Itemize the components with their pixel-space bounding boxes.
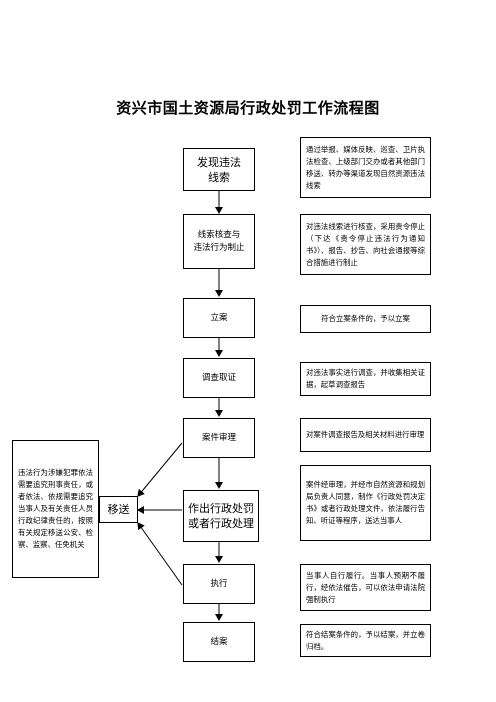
step-investigate: 调查取证 — [183, 358, 255, 398]
transfer-box: 移送 — [99, 496, 138, 523]
note-case-review: 对案件调查报告及相关材料进行审理 — [300, 418, 431, 452]
step-penalty-decision: 作出行政处罚 或者行政处理 — [183, 490, 259, 542]
page-title: 资兴市国土资源局行政处罚工作流程图 — [116, 99, 380, 117]
step-label: 执行 — [210, 578, 228, 589]
arrow-review-to-transfer — [137, 442, 183, 497]
note-investigate: 对违法事实进行调查，并收集相关证据，起草调查报告 — [300, 362, 431, 396]
step-label: 作出行政处罚 或者行政处理 — [188, 502, 254, 530]
step-case-review: 案件审理 — [183, 418, 255, 458]
note-verify-and-stop: 对违法线索进行核查，采用责令停止（下达《责令停止违法行为通知书》）、报告、抄告、… — [300, 214, 431, 275]
step-close-case: 结案 — [183, 622, 255, 662]
note-close-case: 符合结案条件的，予以结案，并立卷归档。 — [300, 624, 431, 657]
step-file-case: 立案 — [183, 298, 255, 338]
note-text: 符合结案条件的，予以结案，并立卷归档。 — [306, 629, 425, 651]
note-text: 违法行为涉嫌犯罪依法需要追究刑事责任，或者依法、依规需要追究当事人及有关责任人员… — [18, 468, 93, 549]
note-enforcement: 当事人自行履行。当事人预期不履行，经依法催告，可以依法申请法院强制执行 — [300, 564, 431, 611]
step-label: 线索核查与 违法行为制止 — [193, 229, 245, 253]
note-file-case: 符合立案条件的，予以立案 — [300, 305, 431, 333]
arrow-enforce-to-transfer — [137, 522, 183, 586]
note-penalty-decision: 案件经审理，并经市自然资源和规划局负责人同意，制作《行政处罚决定书》或者行政处理… — [300, 465, 431, 541]
note-text: 案件经审理，并经市自然资源和规划局负责人同意，制作《行政处罚决定书》或者行政处理… — [306, 480, 425, 525]
step-label: 结案 — [210, 636, 228, 647]
step-enforcement: 执行 — [183, 564, 255, 604]
step-label: 调查取证 — [201, 372, 236, 383]
note-discover-clues: 通过举报、媒体反映、巡查、卫片执法检查、上级部门交办或者其他部门移送、转办等渠道… — [300, 137, 431, 198]
note-transfer-conditions: 违法行为涉嫌犯罪依法需要追究刑事责任，或者依法、依规需要追究当事人及有关责任人员… — [12, 440, 99, 578]
step-label: 案件审理 — [201, 432, 236, 443]
note-text: 当事人自行履行。当事人预期不履行，经依法催告，可以依法申请法院强制执行 — [306, 570, 425, 604]
step-discover-clues: 发现违法 线索 — [183, 148, 255, 191]
note-text: 对违法事实进行调查，并收集相关证据，起草调查报告 — [306, 368, 425, 389]
note-text: 对案件调查报告及相关材料进行审理 — [306, 430, 425, 439]
note-text: 对违法线索进行核查，采用责令停止（下达《责令停止违法行为通知书》）、报告、抄告、… — [306, 221, 425, 267]
note-text: 符合立案条件的，予以立案 — [321, 314, 410, 323]
step-label: 发现违法 线索 — [197, 155, 241, 184]
step-label: 立案 — [210, 312, 228, 323]
transfer-label: 移送 — [107, 503, 130, 516]
note-text: 通过举报、媒体反映、巡查、卫片执法检查、上级部门交办或者其他部门移送、转办等渠道… — [306, 144, 425, 190]
step-verify-and-stop: 线索核查与 违法行为制止 — [183, 214, 255, 269]
